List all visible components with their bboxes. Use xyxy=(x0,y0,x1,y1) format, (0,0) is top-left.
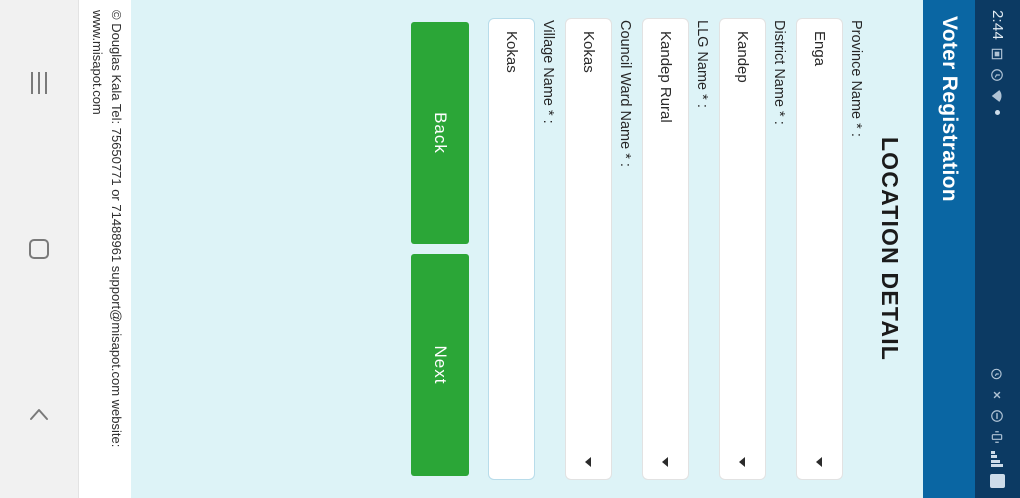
battery-icon xyxy=(990,474,1005,488)
status-bar-right xyxy=(990,367,1005,488)
select-province-name[interactable]: Enga xyxy=(796,18,843,480)
field-province-name: Province Name * : Enga xyxy=(796,18,864,480)
clock-icon xyxy=(991,68,1005,82)
vibrate-icon xyxy=(991,430,1005,444)
home-icon[interactable] xyxy=(13,223,65,275)
label-council-ward-name: Council Ward Name * : xyxy=(617,20,633,167)
chevron-down-icon xyxy=(816,457,823,467)
select-district-name[interactable]: Kandep xyxy=(719,18,766,480)
chevron-down-icon xyxy=(662,457,669,467)
wifi-icon xyxy=(991,89,1005,103)
dnd-icon xyxy=(991,409,1005,423)
select-council-ward-name[interactable]: Kokas xyxy=(565,18,612,480)
status-bar: 2:44 xyxy=(975,0,1020,498)
app-bar: Voter Registration xyxy=(923,0,975,498)
android-nav-bar xyxy=(0,0,79,498)
status-clock: 2:44 xyxy=(989,10,1006,40)
button-row: Back Next xyxy=(411,18,469,480)
bluetooth-off-icon xyxy=(991,388,1005,402)
input-value-village-name: Kokas xyxy=(503,31,520,73)
label-district-name: District Name * : xyxy=(771,20,787,125)
select-value-llg-name: Kandep Rural xyxy=(657,31,674,123)
back-icon[interactable] xyxy=(13,389,65,441)
signal-bars-icon xyxy=(991,450,1004,467)
page-title: LOCATION DETAIL xyxy=(877,136,903,362)
app-bar-title: Voter Registration xyxy=(938,16,961,202)
select-value-council-ward-name: Kokas xyxy=(580,31,597,73)
screenshot-icon xyxy=(991,47,1005,61)
label-village-name: Village Name * : xyxy=(540,20,556,124)
recents-icon[interactable] xyxy=(13,57,65,109)
field-llg-name: LLG Name * : Kandep Rural xyxy=(642,18,710,480)
input-village-name[interactable]: Kokas xyxy=(488,18,535,480)
next-button[interactable]: Next xyxy=(411,254,469,476)
form-content: LOCATION DETAIL Province Name * : Enga D… xyxy=(130,0,923,498)
label-llg-name: LLG Name * : xyxy=(694,20,710,108)
chevron-down-icon xyxy=(585,457,592,467)
alarm-icon xyxy=(991,367,1005,381)
field-village-name: Village Name * : Kokas xyxy=(488,18,556,480)
dot-icon xyxy=(995,110,1000,115)
select-value-district-name: Kandep xyxy=(734,31,751,83)
back-button[interactable]: Back xyxy=(411,22,469,244)
content-spacer xyxy=(135,18,411,480)
select-value-province-name: Enga xyxy=(811,31,828,67)
footer-note: © Douglas Kala Tel: 75650771 or 71488961… xyxy=(79,0,131,498)
chevron-down-icon xyxy=(739,457,746,467)
select-llg-name[interactable]: Kandep Rural xyxy=(642,18,689,480)
label-province-name: Province Name * : xyxy=(848,20,864,137)
status-bar-left: 2:44 xyxy=(989,10,1006,115)
field-district-name: District Name * : Kandep xyxy=(719,18,787,480)
field-council-ward-name: Council Ward Name * : Kokas xyxy=(565,18,633,480)
